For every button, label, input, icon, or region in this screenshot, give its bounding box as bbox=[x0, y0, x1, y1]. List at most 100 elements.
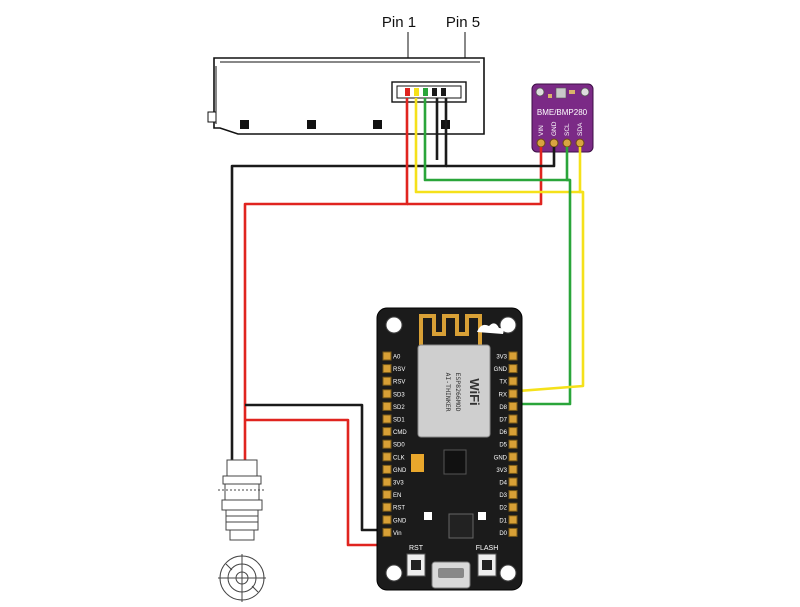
cloud-icon bbox=[477, 323, 504, 334]
right-pin-label: RX bbox=[499, 392, 507, 398]
right-pin-pad bbox=[508, 401, 518, 411]
pin-scl bbox=[562, 138, 572, 148]
left-pin-pad bbox=[382, 401, 392, 411]
left-pin-label: GND bbox=[393, 468, 407, 474]
right-pin-label: GND bbox=[494, 367, 508, 373]
left-pin-pad bbox=[382, 439, 392, 449]
wifi-logo: WiFi bbox=[467, 378, 482, 405]
left-pin-pad bbox=[382, 351, 392, 361]
wire-green bbox=[423, 98, 570, 182]
left-pin-pad bbox=[382, 389, 392, 399]
left-pin-label: A0 bbox=[393, 355, 401, 361]
left-pin-label: Vin bbox=[393, 531, 402, 537]
left-pin-label: RST bbox=[393, 506, 405, 512]
right-pin-pad bbox=[508, 464, 518, 474]
right-pin-pad bbox=[508, 490, 518, 500]
mount-hole bbox=[385, 564, 403, 582]
right-pin-pad bbox=[508, 477, 518, 487]
bme280-sensor: BME/BMP280 VIN GND SCL SDA bbox=[531, 83, 594, 153]
right-pin-pad bbox=[508, 427, 518, 437]
left-pin-pad bbox=[382, 452, 392, 462]
left-pin-label: SD0 bbox=[393, 443, 405, 449]
module-line-1: ESP8266MOD bbox=[454, 372, 462, 411]
pin5-label: Pin 5 bbox=[446, 14, 480, 31]
regulator bbox=[443, 449, 467, 475]
dc-jack bbox=[218, 459, 266, 602]
left-pin-label: SD1 bbox=[393, 418, 405, 424]
wire-red-5v bbox=[243, 98, 409, 462]
wire-red-board-vin bbox=[245, 418, 392, 547]
mount-hole bbox=[499, 316, 517, 334]
right-pin-pad bbox=[508, 527, 518, 537]
right-pin-label: D0 bbox=[499, 531, 507, 537]
sensor-chip bbox=[555, 87, 567, 99]
left-pin-label: EN bbox=[393, 493, 401, 499]
left-pin-pad bbox=[382, 477, 392, 487]
wire-yellow bbox=[414, 98, 583, 194]
pin-sda bbox=[575, 138, 585, 148]
esp-module bbox=[417, 344, 491, 438]
right-pin-pad bbox=[508, 364, 518, 374]
left-pin-pad bbox=[382, 414, 392, 424]
left-pin-pad bbox=[382, 490, 392, 500]
right-pin-label: TX bbox=[499, 380, 507, 386]
mount-hole bbox=[385, 316, 403, 334]
mount-hole bbox=[373, 120, 382, 129]
left-pin-label: GND bbox=[393, 518, 407, 524]
left-pin-label: SD2 bbox=[393, 405, 405, 411]
wire-black-bme-gnd bbox=[446, 147, 556, 168]
antenna-trace bbox=[419, 314, 482, 345]
right-pin-label: 3V3 bbox=[496, 355, 507, 361]
pin-label-gnd: GND bbox=[551, 121, 558, 136]
left-pin-pad bbox=[382, 427, 392, 437]
left-pin-header: A0RSVRSVSD3SD2SD1CMDSD0CLKGND3V3ENRSTGND… bbox=[382, 351, 407, 537]
right-pin-label: D1 bbox=[499, 518, 507, 524]
right-pin-pad bbox=[508, 376, 518, 386]
left-pin-pad bbox=[382, 515, 392, 525]
left-pin-pad bbox=[382, 376, 392, 386]
right-pin-label: D4 bbox=[499, 481, 507, 487]
pin-label-vin: VIN bbox=[538, 125, 545, 136]
left-pin-label: RSV bbox=[393, 367, 405, 373]
left-pin-label: SD3 bbox=[393, 392, 405, 398]
nodemcu-board: WiFi ESP8266MOD AI-THINKER RST FLASH A0R… bbox=[376, 307, 523, 591]
wire-yellow-sda bbox=[505, 147, 585, 394]
left-pin-label: CLK bbox=[393, 455, 405, 461]
pin-gnd bbox=[549, 138, 559, 148]
right-pin-label: D5 bbox=[499, 443, 507, 449]
mount-hole bbox=[499, 564, 517, 582]
left-pin-pad bbox=[382, 364, 392, 374]
mount-hole bbox=[240, 120, 249, 129]
pin-label-sda: SDA bbox=[577, 122, 584, 136]
dust-sensor bbox=[207, 57, 485, 135]
reset-button-label: RST bbox=[409, 545, 424, 552]
left-pin-pad bbox=[382, 527, 392, 537]
mount-hole bbox=[307, 120, 316, 129]
wire-black-gnd bbox=[230, 98, 448, 460]
right-pin-label: D3 bbox=[499, 493, 507, 499]
right-pin-pad bbox=[508, 452, 518, 462]
pin1-label: Pin 1 bbox=[382, 14, 416, 31]
flash-button-label: FLASH bbox=[476, 545, 499, 552]
right-pin-pad bbox=[508, 515, 518, 525]
right-pin-label: D8 bbox=[499, 405, 507, 411]
right-pin-label: D2 bbox=[499, 506, 507, 512]
left-pin-pad bbox=[382, 502, 392, 512]
right-pin-label: D6 bbox=[499, 430, 507, 436]
sensor-name: BME/BMP280 bbox=[537, 108, 588, 117]
left-pin-pad bbox=[382, 464, 392, 474]
wire-black-board-gnd bbox=[245, 403, 392, 532]
left-pin-label: RSV bbox=[393, 380, 405, 386]
right-pin-label: 3V3 bbox=[496, 468, 507, 474]
mount-hole bbox=[535, 87, 545, 97]
pin-vin bbox=[536, 138, 546, 148]
pin-label-scl: SCL bbox=[564, 123, 571, 136]
right-pin-pad bbox=[508, 351, 518, 361]
wire-green-scl bbox=[506, 147, 572, 406]
right-pin-pad bbox=[508, 439, 518, 449]
mount-hole bbox=[580, 87, 590, 97]
module-line-2: AI-THINKER bbox=[444, 372, 452, 411]
wire-red-vin bbox=[407, 147, 543, 206]
left-pin-label: 3V3 bbox=[393, 481, 404, 487]
